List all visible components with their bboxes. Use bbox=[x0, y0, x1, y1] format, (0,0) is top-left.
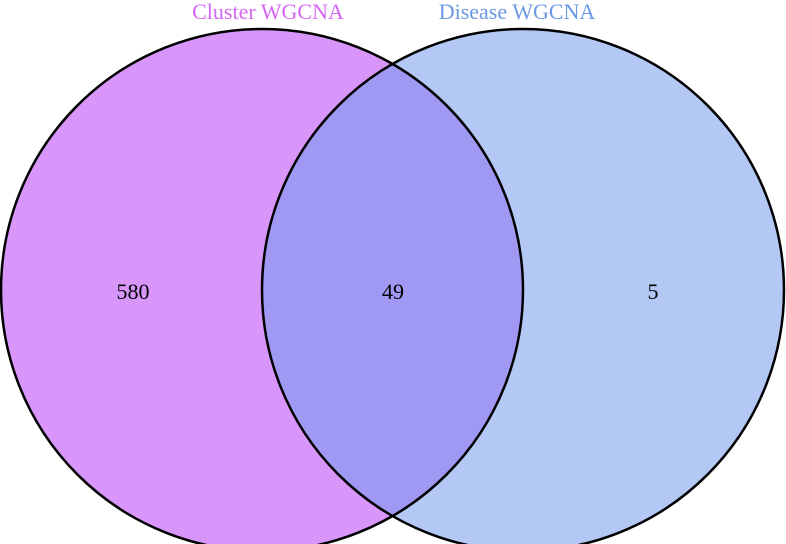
intersection-count: 49 bbox=[382, 279, 404, 304]
cluster-wgcna-outline bbox=[0, 27, 525, 544]
only-disease-count: 5 bbox=[648, 279, 659, 304]
disease-wgcna-outline bbox=[260, 27, 786, 544]
disease-wgcna-title: Disease WGCNA bbox=[439, 0, 596, 24]
intersection-region bbox=[262, 29, 523, 544]
cluster-wgcna-title: Cluster WGCNA bbox=[192, 0, 344, 24]
only-cluster-count: 580 bbox=[117, 279, 150, 304]
